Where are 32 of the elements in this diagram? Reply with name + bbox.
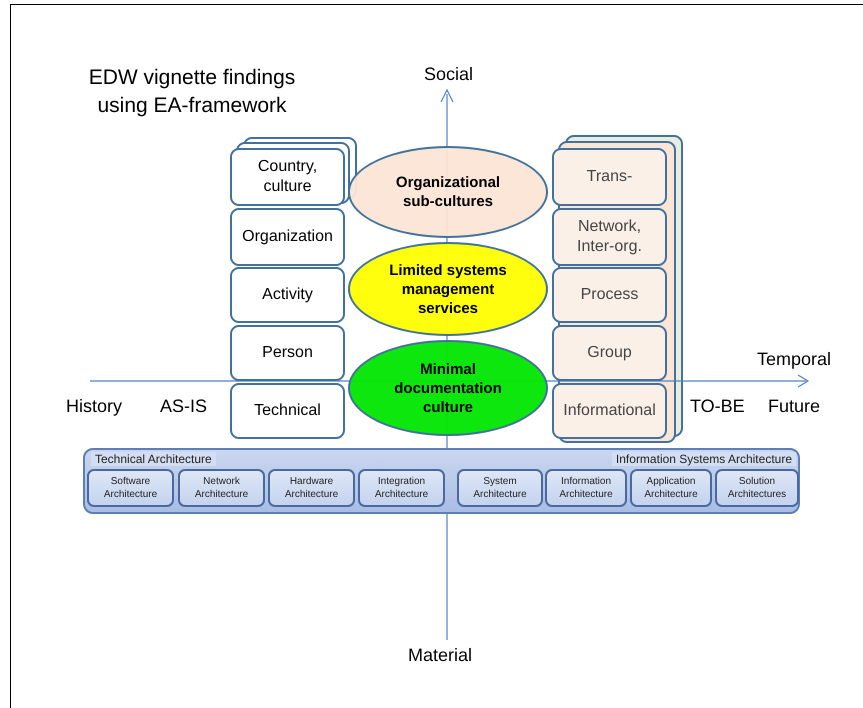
axis-label: TO-BE <box>690 396 745 417</box>
architecture-box: Information Architecture <box>545 469 627 507</box>
label-card: Group <box>552 325 667 381</box>
label-card: Informational <box>552 383 667 439</box>
architecture-box: Integration Architecture <box>358 469 445 507</box>
label-card: Organization <box>230 208 345 266</box>
label-card: Network, Inter-org. <box>552 208 667 266</box>
axis-label: Material <box>408 645 472 666</box>
panel-heading: Information Systems Architecture <box>612 452 796 466</box>
architecture-panel <box>83 448 800 514</box>
ellipse-callout: Limited systems management services <box>348 242 548 336</box>
axis-label: History <box>66 396 122 417</box>
panel-heading: Technical Architecture <box>91 452 216 466</box>
architecture-box: Application Architecture <box>630 469 712 507</box>
label-card: Activity <box>230 267 345 323</box>
architecture-box: Solution Architectures <box>715 469 799 507</box>
label-card: Trans- <box>552 148 667 206</box>
ellipse-callout: Minimal documentation culture <box>348 340 548 436</box>
architecture-box: Network Architecture <box>178 469 265 507</box>
architecture-box: Software Architecture <box>87 469 174 507</box>
axis-label: Future <box>768 396 820 417</box>
label-card: Process <box>552 267 667 323</box>
axis-label: AS-IS <box>160 396 208 417</box>
architecture-box: Hardware Architecture <box>268 469 355 507</box>
label-card: Person <box>230 325 345 381</box>
diagram-title: EDW vignette findings using EA-framework <box>88 65 296 119</box>
ellipse-callout: Organizational sub-cultures <box>348 146 548 238</box>
label-card: Country, culture <box>230 148 345 206</box>
architecture-box: System Architecture <box>457 469 543 507</box>
label-card: Technical <box>230 383 345 439</box>
axis-label: Social <box>424 64 474 85</box>
axis-label: Temporal <box>757 349 832 370</box>
